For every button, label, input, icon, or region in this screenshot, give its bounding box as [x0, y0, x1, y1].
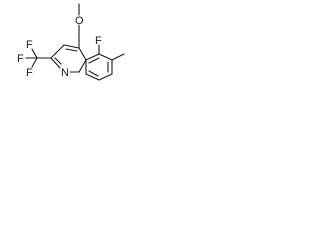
atom-f-cf3-bottom: F	[26, 67, 33, 79]
bond-c3-c4	[63, 44, 80, 49]
bond-cf3-f-bottom	[31, 57, 38, 68]
bond-c4a-c5	[85, 53, 100, 61]
bond-c5-c6	[98, 53, 113, 61]
structure-canvas: O F N F F F	[0, 0, 134, 89]
bond-c8-c8a	[85, 73, 100, 81]
atom-n-ring: N	[61, 67, 69, 79]
atom-f-cf3-left: F	[17, 53, 24, 65]
bond-c4-c4a	[78, 47, 87, 61]
bond-cf3-f-top	[31, 48, 38, 59]
atom-f-cf3-top: F	[26, 39, 33, 51]
bond-c4a-c8a	[78, 59, 87, 73]
atom-f-ring: F	[95, 35, 102, 47]
bond-n1-c2	[50, 57, 61, 69]
molecule-structure: O F N F F F	[17, 3, 125, 81]
bond-c7-c8	[98, 73, 113, 81]
bond-c8-c8a-double	[88, 70, 99, 77]
bond-n1-c2-double	[54, 57, 62, 65]
bond-c3-c4-double	[65, 48, 78, 52]
atom-o-methoxy: O	[75, 15, 84, 27]
bond-c2-c3	[50, 44, 65, 59]
bond-c6-ch3	[111, 53, 125, 61]
bond-c4a-c5-double	[88, 57, 100, 64]
